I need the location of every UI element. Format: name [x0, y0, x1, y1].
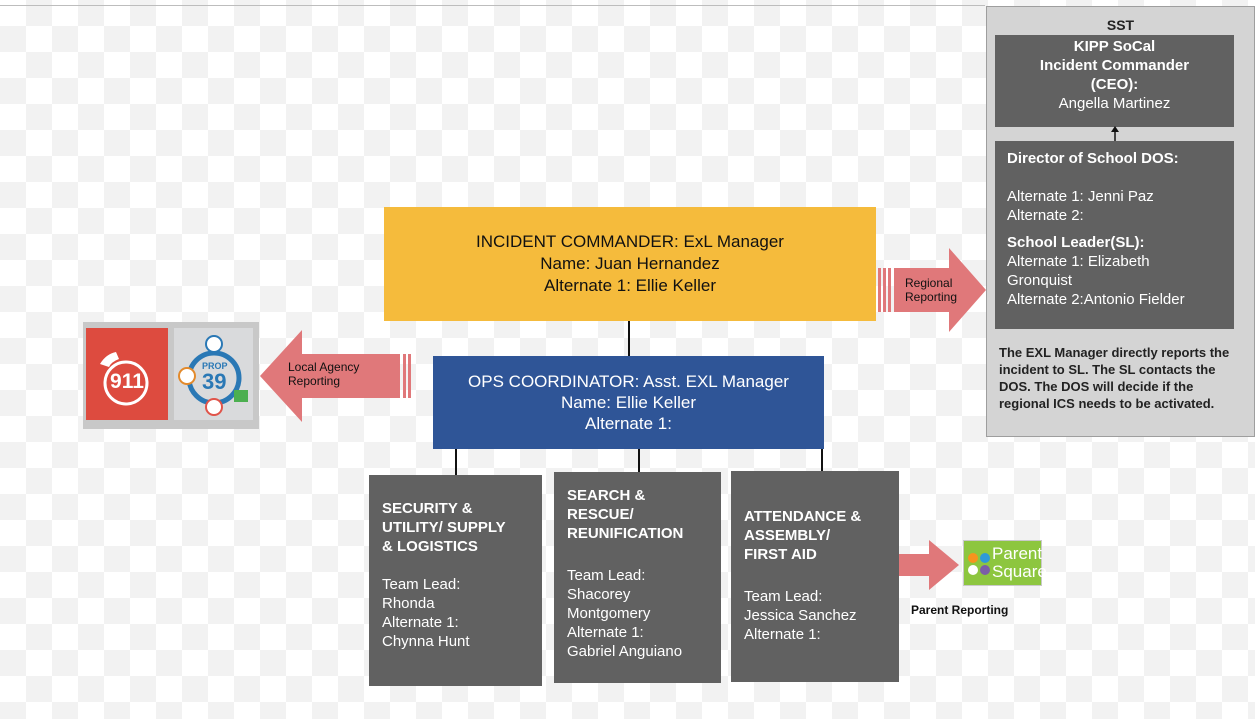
sst-panel: SST KIPP SoCal Incident Commander (CEO):… [986, 6, 1255, 437]
parent-reporting-label: Parent Reporting [911, 603, 1009, 617]
team-heading-line: & LOGISTICS [382, 538, 478, 555]
connector-ops-team-2 [638, 449, 640, 472]
top-divider [0, 5, 985, 6]
team-heading-line: ATTENDANCE & [744, 508, 862, 525]
parent-square-text-2: Square [992, 562, 1047, 581]
team-alternate-label: Alternate 1: [382, 614, 459, 631]
team-heading-line: REUNIFICATION [567, 525, 684, 542]
team-heading: SECURITY & UTILITY/ SUPPLY & LOGISTICS [382, 499, 529, 556]
team-lead-name: Rhonda [382, 595, 435, 612]
team-lead-label: Team Lead: [567, 567, 646, 584]
prop-39-top-text: PROP [202, 361, 228, 371]
ops-coordinator-name: Name: Ellie Keller [560, 393, 697, 412]
school-leader-alternate-1: Alternate 1: Elizabeth [1007, 253, 1150, 270]
prop-39-icon: PROP 39 [174, 328, 253, 420]
regional-reporting-line: Regional [905, 276, 953, 290]
incident-commander-title: INCIDENT COMMANDER: ExL Manager [476, 232, 784, 251]
ops-coordinator-box: OPS COORDINATOR: Asst. EXL Manager Name:… [433, 356, 824, 449]
ceo-line: Incident Commander [1039, 57, 1190, 74]
emergency-logos: 911 PROP 39 [83, 322, 259, 429]
incident-commander-box: INCIDENT COMMANDER: ExL Manager Name: Ju… [384, 207, 876, 321]
ops-coordinator-alternate: Alternate 1: [585, 414, 672, 433]
team-heading: ATTENDANCE & ASSEMBLY/ FIRST AID [744, 507, 886, 564]
team-box-search-rescue: SEARCH & RESCUE/ REUNIFICATION Team Lead… [554, 472, 721, 683]
dos-heading: Director of School DOS: [1007, 150, 1179, 167]
sst-title: SST [1106, 17, 1135, 33]
team-alternate-name: Chynna Hunt [382, 633, 470, 650]
dos-box: Director of School DOS: Alternate 1: Jen… [995, 141, 1234, 329]
regional-reporting-line: Reporting [905, 290, 958, 304]
connector-ops-team-1 [455, 449, 457, 475]
emergency-911-icon: 911 [86, 328, 168, 420]
team-heading-line: SEARCH & [567, 487, 646, 504]
team-alternate-name: Gabriel Anguiano [567, 643, 683, 660]
local-agency-line: Local Agency [288, 360, 360, 374]
emergency-911-text: 911 [110, 370, 144, 393]
team-lead-name: Shacorey [567, 586, 631, 603]
local-agency-arrow-icon [260, 330, 411, 422]
dos-alternate-1: Alternate 1: Jenni Paz [1007, 188, 1154, 205]
regional-reporting-arrow-icon [878, 248, 986, 332]
team-heading: SEARCH & RESCUE/ REUNIFICATION [567, 486, 708, 543]
team-box-attendance: ATTENDANCE & ASSEMBLY/ FIRST AID Team Le… [731, 471, 899, 682]
ceo-line: KIPP SoCal [1073, 38, 1156, 55]
school-leader-alternate-1-cont: Gronquist [1007, 272, 1073, 289]
parent-reporting-arrow-icon [899, 540, 959, 590]
team-lead-label: Team Lead: [382, 576, 461, 593]
connector-ops-team-3 [821, 449, 823, 471]
team-heading-line: UTILITY/ SUPPLY [382, 519, 506, 536]
team-alternate-label: Alternate 1: [567, 624, 644, 641]
team-lead-name: Montgomery [567, 605, 651, 622]
team-lead-label: Team Lead: [744, 588, 823, 605]
team-heading-line: SECURITY & [382, 500, 473, 517]
team-heading-line: RESCUE/ [567, 506, 634, 523]
dos-alternate-2: Alternate 2: [1007, 207, 1084, 224]
team-alternate-label: Alternate 1: [744, 626, 821, 643]
parent-square-logo: Parent Square [963, 540, 1047, 586]
regional-reporting-label: Regional Reporting [905, 276, 957, 304]
connector-ic-ops [628, 321, 630, 356]
team-heading-line: ASSEMBLY/ [744, 527, 831, 544]
ceo-name: Angella Martinez [1058, 95, 1171, 112]
incident-commander-alternate: Alternate 1: Ellie Keller [544, 276, 716, 295]
incident-commander-name: Name: Juan Hernandez [540, 254, 720, 273]
parent-square-text-1: Parent [992, 544, 1043, 563]
team-heading-line: FIRST AID [744, 546, 817, 563]
ops-coordinator-title: OPS COORDINATOR: Asst. EXL Manager [468, 372, 789, 391]
team-box-security: SECURITY & UTILITY/ SUPPLY & LOGISTICS T… [369, 475, 542, 686]
local-agency-label: Local Agency Reporting [288, 360, 359, 388]
arrow-up-icon [1111, 126, 1119, 141]
school-leader-heading: School Leader(SL): [1007, 234, 1145, 251]
school-leader-alternate-2: Alternate 2:Antonio Fielder [1007, 291, 1185, 308]
sst-note: The EXL Manager directly reports the inc… [999, 345, 1230, 411]
ceo-box: KIPP SoCal Incident Commander (CEO): Ang… [995, 35, 1234, 127]
prop-39-number: 39 [202, 369, 227, 394]
local-agency-line: Reporting [288, 374, 341, 388]
ceo-line: (CEO): [1090, 76, 1139, 93]
team-lead-name: Jessica Sanchez [744, 607, 857, 624]
parent-square-dots-icon [968, 553, 990, 575]
